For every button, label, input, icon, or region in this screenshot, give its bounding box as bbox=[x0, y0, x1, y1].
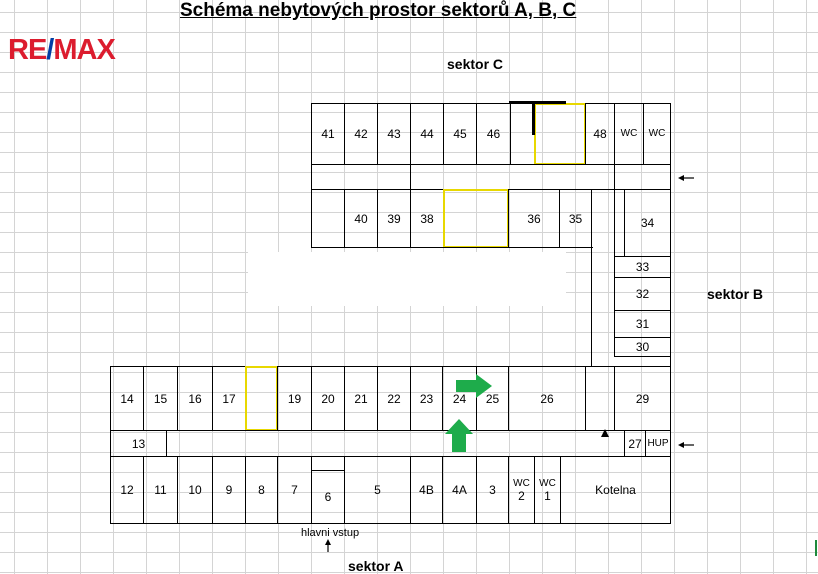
corridor-b-right-wall bbox=[670, 164, 671, 524]
corridor-b-inner-wall bbox=[591, 247, 592, 366]
room-kotelna: Kotelna bbox=[560, 456, 671, 524]
arrow-right-icon bbox=[456, 374, 492, 398]
wall-thick-vertical bbox=[532, 101, 535, 135]
sector-a-label: sektor A bbox=[348, 558, 404, 574]
arrow-up-icon bbox=[445, 419, 473, 452]
wall bbox=[585, 366, 615, 367]
arrow-left-icon bbox=[678, 442, 694, 448]
wall-thick bbox=[509, 101, 566, 104]
remax-logo: RE/MAX bbox=[8, 34, 116, 66]
entrance-label: hlavni vstup bbox=[301, 527, 360, 539]
sector-c-label: sektor C bbox=[447, 56, 504, 72]
corridor-b-wall bbox=[614, 189, 615, 257]
courtyard-blank bbox=[248, 252, 566, 306]
corridor-c-divider bbox=[614, 164, 615, 190]
arrow-up-icon bbox=[601, 429, 609, 437]
corridor-c-left-wall bbox=[311, 189, 312, 248]
corridor-c-divider bbox=[410, 164, 411, 190]
page-title: Schéma nebytových prostor sektorů A, B, … bbox=[180, 0, 577, 21]
arrow-left-icon bbox=[678, 175, 694, 181]
arrow-up-icon bbox=[325, 539, 331, 552]
wall bbox=[311, 247, 593, 248]
sector-b-label: sektor B bbox=[707, 286, 764, 302]
green-edge-marker bbox=[815, 540, 817, 556]
